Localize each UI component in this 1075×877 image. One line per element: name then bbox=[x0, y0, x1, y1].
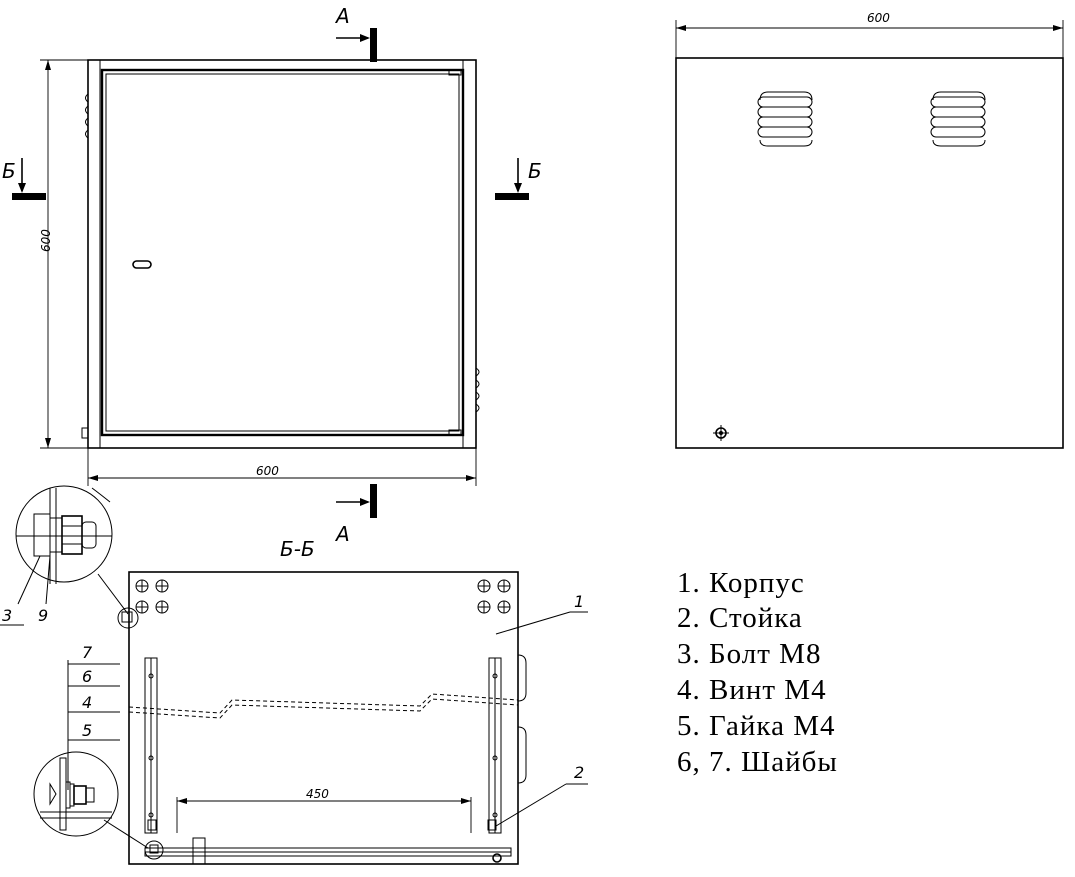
legend-item-5: 5. Гайка М4 bbox=[677, 710, 836, 742]
section-b-right-label: Б bbox=[528, 159, 542, 183]
callout-5: 5 bbox=[82, 721, 92, 740]
housing-outline bbox=[128, 571, 519, 865]
front-dim-height: 600 bbox=[39, 229, 53, 252]
break-line bbox=[128, 693, 519, 714]
vent-left bbox=[85, 93, 89, 139]
side-view: 600 bbox=[675, 11, 1064, 449]
section-a-top-label: А bbox=[334, 4, 350, 28]
section-a-bottom-label: А bbox=[334, 522, 350, 546]
callout-7: 7 bbox=[82, 643, 93, 662]
section-a-bottom-mark bbox=[370, 484, 377, 518]
section-b-left-label: Б bbox=[2, 159, 16, 183]
mounting-holes-right bbox=[477, 579, 511, 614]
mounting-holes-left bbox=[135, 579, 169, 614]
parts-legend: 1. Корпус 2. Стойка 3. Болт М8 4. Винт М… bbox=[677, 567, 838, 778]
callout-6: 6 bbox=[82, 667, 92, 686]
legend-item-4: 4. Винт М4 bbox=[677, 674, 827, 706]
side-vent-right bbox=[930, 91, 986, 147]
rail-right bbox=[487, 657, 502, 834]
detail-bolt-m8: 3 9 bbox=[0, 485, 139, 629]
vent-right bbox=[475, 367, 480, 413]
section-a-top-mark bbox=[370, 28, 377, 62]
front-dim-width: 600 bbox=[256, 464, 279, 478]
door-lock bbox=[132, 260, 152, 269]
section-dim-inner: 450 bbox=[306, 787, 329, 801]
section-view: Б-Б bbox=[0, 485, 588, 865]
callout-1: 1 bbox=[574, 592, 584, 611]
section-b-left-mark bbox=[12, 193, 46, 200]
front-view: 600 600 А А Б Б bbox=[2, 4, 542, 546]
rail-left bbox=[144, 657, 158, 834]
callout-3: 3 bbox=[2, 606, 12, 625]
legend-item-3: 3. Болт М8 bbox=[677, 638, 821, 670]
front-frame bbox=[87, 59, 477, 449]
side-vent-left bbox=[757, 91, 813, 147]
section-b-right-mark bbox=[495, 193, 529, 200]
callout-2: 2 bbox=[574, 763, 584, 782]
legend-item-1: 1. Корпус bbox=[677, 567, 805, 599]
door-panel bbox=[100, 68, 465, 437]
section-title: Б-Б bbox=[280, 537, 315, 561]
legend-item-2: 2. Стойка bbox=[677, 602, 803, 634]
side-dim-width: 600 bbox=[867, 11, 890, 25]
callout-9: 9 bbox=[38, 606, 48, 625]
legend-item-6: 6, 7. Шайбы bbox=[677, 746, 838, 778]
side-panel bbox=[675, 57, 1064, 449]
detail-screw-m4: 7 6 4 5 bbox=[33, 643, 164, 860]
callout-4: 4 bbox=[82, 693, 92, 712]
